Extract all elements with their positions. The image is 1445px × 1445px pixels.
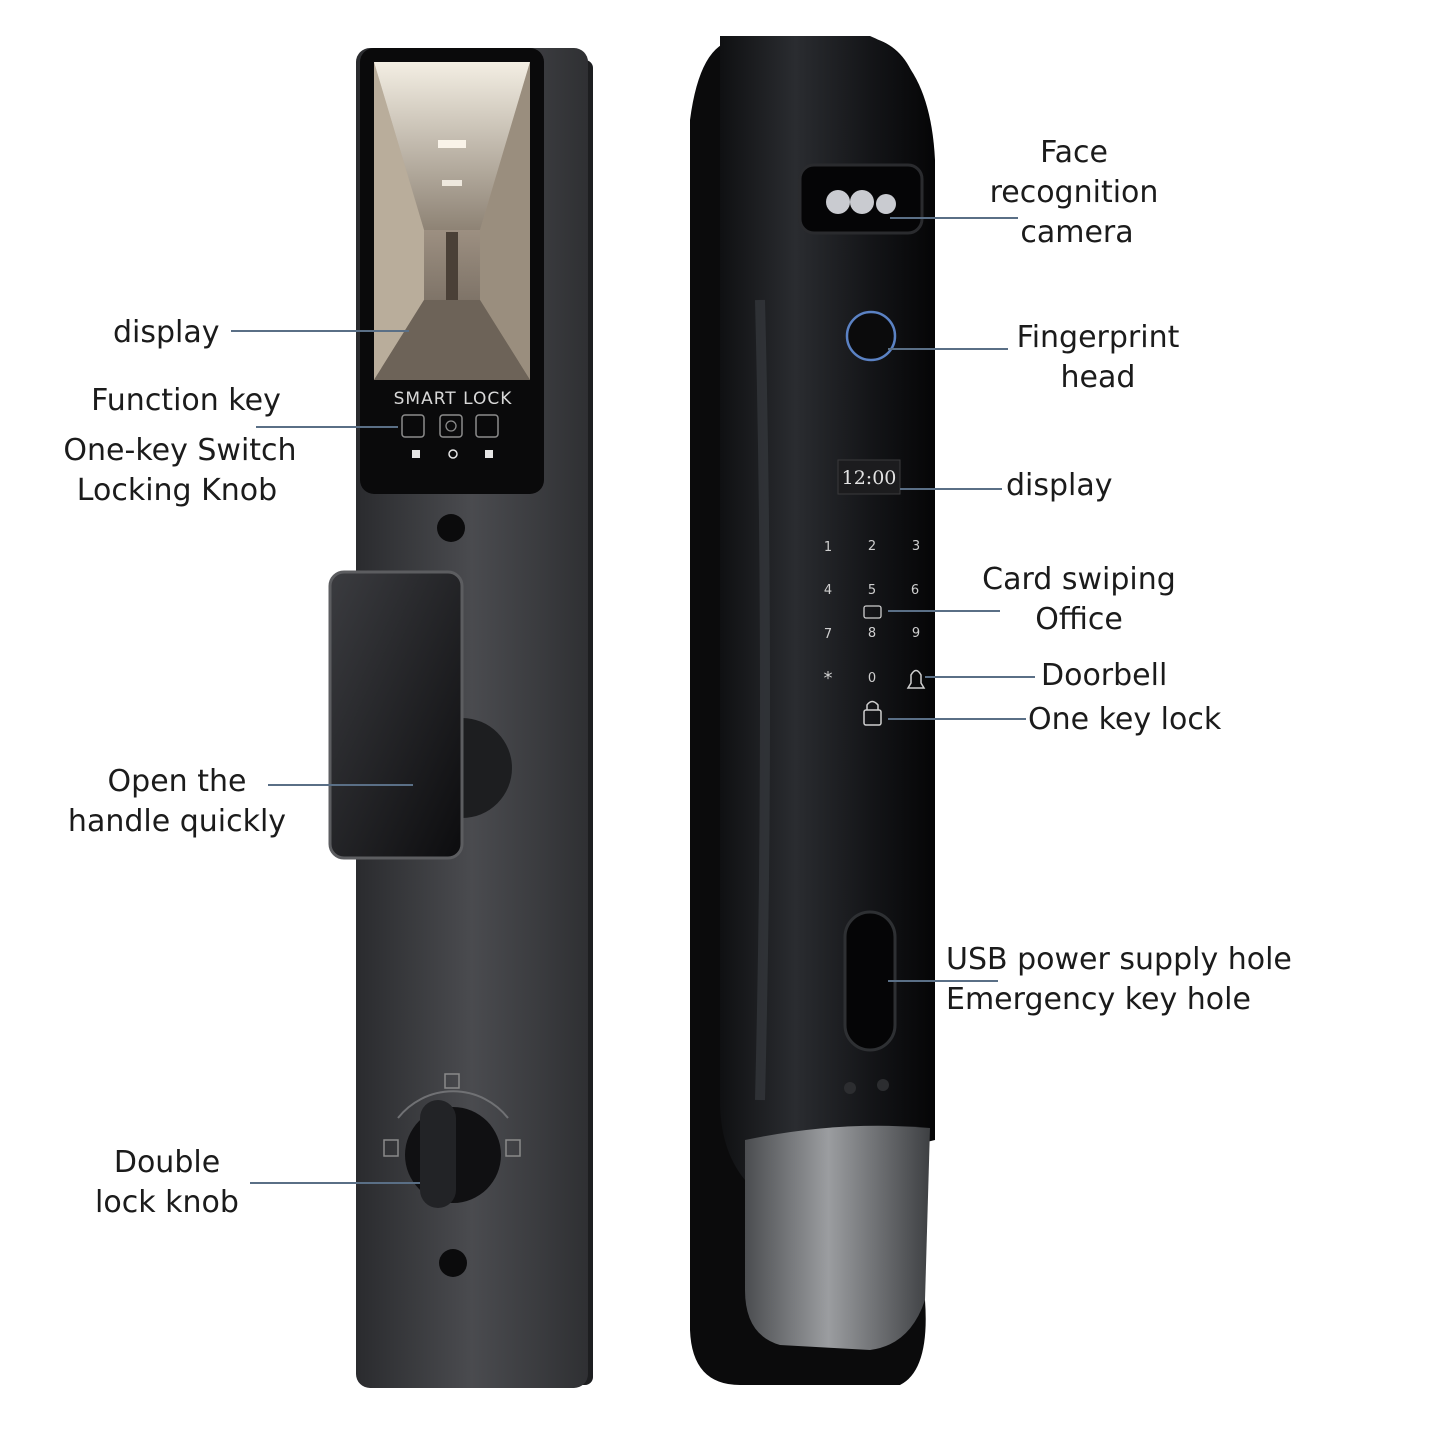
sensor-dot [844,1082,856,1094]
label-function-key: Function key [91,383,281,418]
camera-lens-2 [850,190,874,214]
clock-display [837,459,901,495]
label-face-line3: camera [1020,215,1134,250]
knob-left-lock-icon [383,1139,399,1157]
keypad-key[interactable]: 6 [911,583,919,598]
keypad-key[interactable]: 1 [824,540,832,555]
label-doorbell: Doorbell [1041,658,1168,693]
leader-usb-hole [888,980,998,982]
label-one-key-lock: One key lock [1028,702,1222,737]
clock-display-text: 12:00 [842,467,897,489]
lock-status-icon [485,450,493,458]
label-card-line2: Office [1035,602,1123,637]
label-face-line1: Face [1040,135,1108,170]
keypad-key[interactable]: 0 [868,671,876,686]
leader-function-key [256,426,398,428]
leader-one-key-lock [888,718,1026,720]
one-key-lock-icon[interactable] [863,709,882,726]
fingerprint-sensor[interactable] [845,310,897,362]
label-usb-line2: Emergency key hole [946,982,1251,1017]
power-status-icon [448,449,458,459]
leader-display-left [231,330,409,332]
lower-screw-hole [439,1249,467,1277]
leader-display-right [900,488,1002,490]
sensor-dot [877,1079,889,1091]
function-key-lock-icon[interactable] [475,414,499,438]
knob-top-lock-icon [444,1073,460,1089]
camera-lens-1 [826,190,850,214]
leader-doorbell [925,676,1035,678]
label-double-lock-line2: lock knob [95,1185,239,1220]
label-card-line1: Card swiping [982,562,1176,597]
front-panel-lock: SMART LOCK [328,48,593,1388]
silver-handle-grip[interactable] [745,1125,930,1350]
leader-fingerprint [888,348,1008,350]
label-display-right: display [1006,468,1113,503]
label-open-handle-line2: handle quickly [67,804,287,839]
label-open-handle-line1: Open the [107,764,247,799]
label-usb-line1: USB power supply hole [946,942,1292,977]
brand-label: SMART LOCK [394,389,513,409]
knob-right-lock-icon [505,1139,521,1157]
keypad-key[interactable]: 9 [912,626,920,641]
knob-arc [397,1090,509,1119]
leader-double-lock [250,1182,420,1184]
keypad-key[interactable]: 5 [868,583,876,598]
keypad-key[interactable]: 4 [824,583,832,598]
label-face-line2: recognition [989,175,1159,210]
function-key-unlock-icon[interactable] [401,414,425,438]
label-locking-knob: Locking Knob [76,473,278,508]
leader-open-handle [268,784,413,786]
label-double-lock-line1: Double [113,1145,221,1180]
leader-face-camera [890,217,1018,219]
keypad-key[interactable]: 3 [912,539,920,554]
quick-open-handle[interactable] [328,570,464,860]
label-fingerprint-line1: Fingerprint [1016,320,1180,355]
keypad-key[interactable]: 7 [824,627,832,642]
function-key-camera-icon[interactable] [439,414,463,438]
label-one-key-switch: One-key Switch [63,433,297,468]
keypad-key[interactable]: * [824,668,833,689]
label-display-left: display [113,315,220,350]
keypad-key[interactable]: 8 [868,626,876,641]
body-highlight [755,299,770,1101]
unlock-status-icon [412,450,420,458]
video-display-screen [374,62,530,380]
camera-lens-3 [876,194,896,214]
upper-screw-hole [437,514,465,542]
label-fingerprint-line2: head [1060,360,1136,395]
side-view-lock: 12:00 1 2 3 4 5 6 7 8 9 * 0 [690,36,935,1385]
card-reader-icon [863,605,882,619]
leader-card-swiping [888,610,1000,612]
keypad-key[interactable]: 2 [868,539,876,554]
doorbell-icon[interactable] [906,669,926,689]
